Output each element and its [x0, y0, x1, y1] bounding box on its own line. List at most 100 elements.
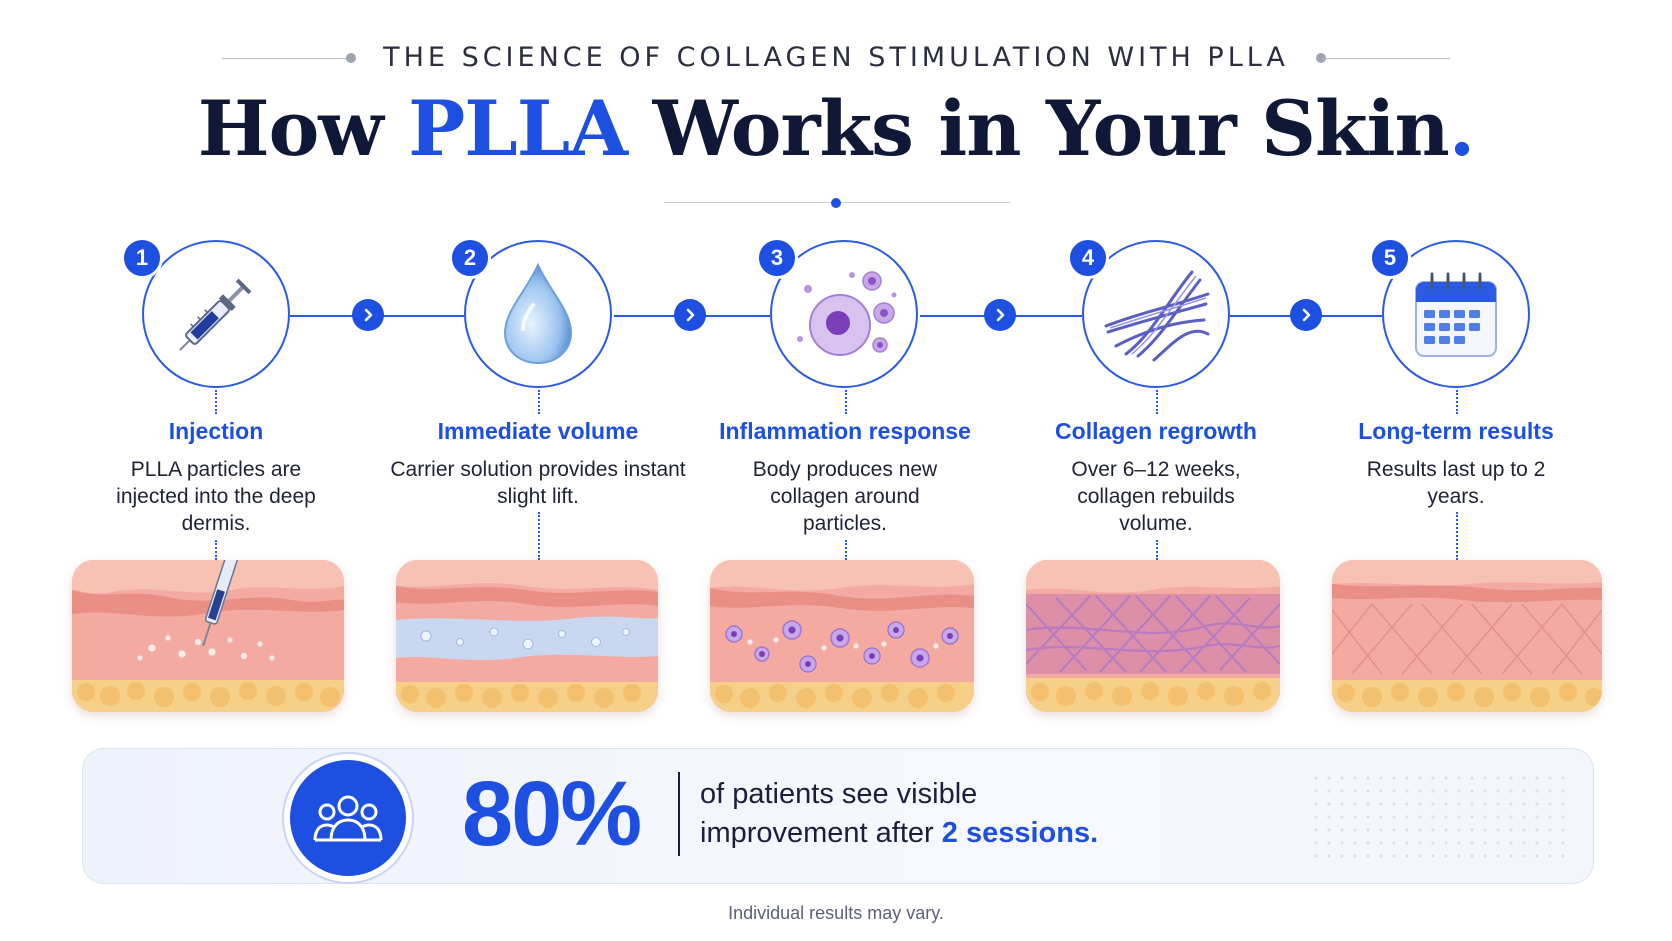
- stat-text-line2-prefix: improvement after: [700, 817, 942, 849]
- grid-dot: [1444, 841, 1448, 845]
- grid-dot: [1340, 815, 1344, 819]
- grid-dot: [1379, 815, 1383, 819]
- grid-dot: [1483, 789, 1487, 793]
- grid-dot: [1353, 828, 1357, 832]
- stat-text: of patients see visible improvement afte…: [700, 775, 1098, 853]
- grid-dot: [1548, 802, 1552, 806]
- grid-dot: [1548, 815, 1552, 819]
- grid-dot: [1444, 854, 1448, 858]
- grid-dot: [1509, 815, 1513, 819]
- title-part2: Works in Your Skin: [627, 84, 1450, 173]
- grid-dot: [1405, 802, 1409, 806]
- step-4-dots-lower: [1156, 540, 1158, 560]
- skin-section-injection: [72, 560, 344, 712]
- grid-dot: [1405, 841, 1409, 845]
- grid-dot: [1431, 802, 1435, 806]
- grid-dot: [1496, 815, 1500, 819]
- water-drop-icon: [503, 262, 573, 365]
- step-1-badge: 1: [121, 237, 163, 279]
- step-3-circle: [770, 240, 918, 388]
- grid-dot: [1470, 815, 1474, 819]
- title-end: .: [1448, 84, 1475, 173]
- grid-dot: [1340, 841, 1344, 845]
- grid-dot: [1470, 776, 1474, 780]
- grid-dot: [1418, 815, 1422, 819]
- grid-dot: [1392, 841, 1396, 845]
- grid-dot: [1483, 776, 1487, 780]
- grid-dot: [1470, 841, 1474, 845]
- step-2-dots: [538, 390, 540, 414]
- grid-dot: [1483, 854, 1487, 858]
- grid-dot: [1509, 802, 1513, 806]
- grid-dot: [1314, 776, 1318, 780]
- grid-dot: [1561, 802, 1565, 806]
- skin-section-results: [1332, 560, 1602, 712]
- title-rule-dot: [831, 198, 841, 208]
- grid-dot: [1379, 828, 1383, 832]
- skin-section-volume: [396, 560, 658, 712]
- grid-dot: [1392, 854, 1396, 858]
- grid-dot: [1405, 854, 1409, 858]
- grid-dot: [1561, 789, 1565, 793]
- grid-dot: [1457, 841, 1461, 845]
- grid-dot: [1509, 789, 1513, 793]
- kicker-dot-right: [1316, 53, 1326, 63]
- grid-dot: [1522, 828, 1526, 832]
- grid-dot: [1314, 841, 1318, 845]
- grid-dot: [1314, 854, 1318, 858]
- next-arrow-icon: [674, 299, 706, 331]
- grid-dot: [1353, 841, 1357, 845]
- grid-dot: [1457, 815, 1461, 819]
- stat-text-highlight: 2 sessions.: [941, 817, 1099, 849]
- grid-dot: [1353, 854, 1357, 858]
- stat-divider: [678, 772, 680, 856]
- kicker-row: THE SCIENCE OF COLLAGEN STIMULATION WITH…: [0, 38, 1672, 78]
- grid-dot: [1535, 815, 1539, 819]
- grid-dot: [1379, 854, 1383, 858]
- grid-dot: [1509, 776, 1513, 780]
- step-2-dots-lower: [538, 512, 540, 560]
- next-arrow-icon: [1290, 299, 1322, 331]
- grid-dot: [1418, 776, 1422, 780]
- grid-dot: [1509, 854, 1513, 858]
- grid-dot: [1431, 854, 1435, 858]
- grid-dot: [1340, 854, 1344, 858]
- grid-dot: [1457, 802, 1461, 806]
- grid-dot: [1496, 789, 1500, 793]
- grid-dot: [1522, 854, 1526, 858]
- grid-dot: [1496, 854, 1500, 858]
- grid-dot: [1444, 789, 1448, 793]
- grid-dot: [1444, 802, 1448, 806]
- step-1-title: Injection: [168, 418, 264, 444]
- grid-dot: [1470, 789, 1474, 793]
- grid-dot: [1535, 828, 1539, 832]
- stat-value: 80%: [462, 763, 642, 865]
- step-4-description: Over 6–12 weeks, collagen rebuilds volum…: [1071, 458, 1241, 535]
- decorative-dot-grid: [1314, 776, 1565, 858]
- grid-dot: [1327, 802, 1331, 806]
- grid-dot: [1561, 828, 1565, 832]
- step-3-dots-lower: [845, 540, 847, 560]
- grid-dot: [1535, 802, 1539, 806]
- step-5-description: Results last up to 2 years.: [1366, 458, 1546, 508]
- step-3-dots: [845, 390, 847, 414]
- kicker-line-right: [1322, 58, 1450, 59]
- people-group-icon: [290, 760, 406, 876]
- grid-dot: [1418, 789, 1422, 793]
- kicker-text: THE SCIENCE OF COLLAGEN STIMULATION WITH…: [383, 42, 1289, 73]
- grid-dot: [1327, 776, 1331, 780]
- grid-dot: [1457, 828, 1461, 832]
- step-3-title: Inflammation response: [719, 418, 971, 444]
- grid-dot: [1483, 802, 1487, 806]
- grid-dot: [1535, 841, 1539, 845]
- grid-dot: [1496, 828, 1500, 832]
- step-4-badge: 4: [1067, 237, 1109, 279]
- step-3-description: Body produces new collagen around partic…: [752, 458, 938, 535]
- grid-dot: [1431, 776, 1435, 780]
- grid-dot: [1366, 815, 1370, 819]
- grid-dot: [1483, 815, 1487, 819]
- grid-dot: [1366, 854, 1370, 858]
- grid-dot: [1522, 789, 1526, 793]
- next-arrow-icon: [352, 299, 384, 331]
- step-5-badge: 5: [1369, 237, 1411, 279]
